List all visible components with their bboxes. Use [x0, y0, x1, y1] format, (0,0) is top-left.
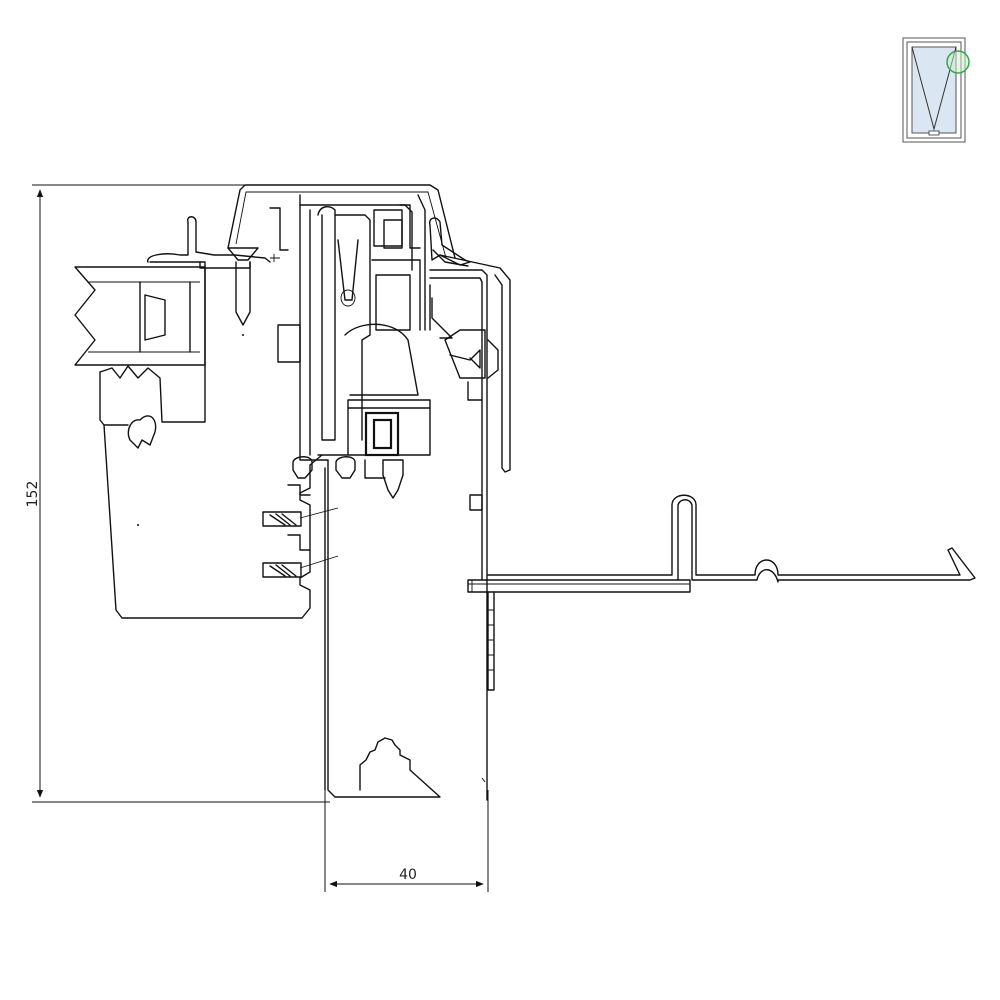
width-dimension-label: 40	[399, 867, 417, 883]
outer-frame	[429, 254, 511, 801]
glazing-bead	[147, 216, 271, 269]
lock-keeper	[347, 407, 431, 457]
tilt-turn-window-icon	[902, 37, 970, 143]
height-dimension: 152	[25, 184, 330, 803]
fixing-screw	[227, 247, 280, 336]
main-frame	[269, 194, 441, 798]
window-sill	[467, 579, 691, 691]
outer-wall-mark	[481, 777, 486, 783]
section-marker-icon	[946, 50, 970, 74]
handle-detail	[428, 217, 471, 267]
sash-profile	[99, 261, 323, 619]
width-dimension: 40	[324, 790, 489, 892]
frame-cap	[227, 184, 456, 259]
external-flashing	[487, 494, 976, 583]
hardware-channel	[317, 194, 426, 441]
glazing-unit	[74, 266, 206, 366]
frame-screws	[292, 456, 404, 499]
frame-gaskets	[262, 484, 339, 578]
height-dimension-label: 152	[25, 481, 41, 508]
